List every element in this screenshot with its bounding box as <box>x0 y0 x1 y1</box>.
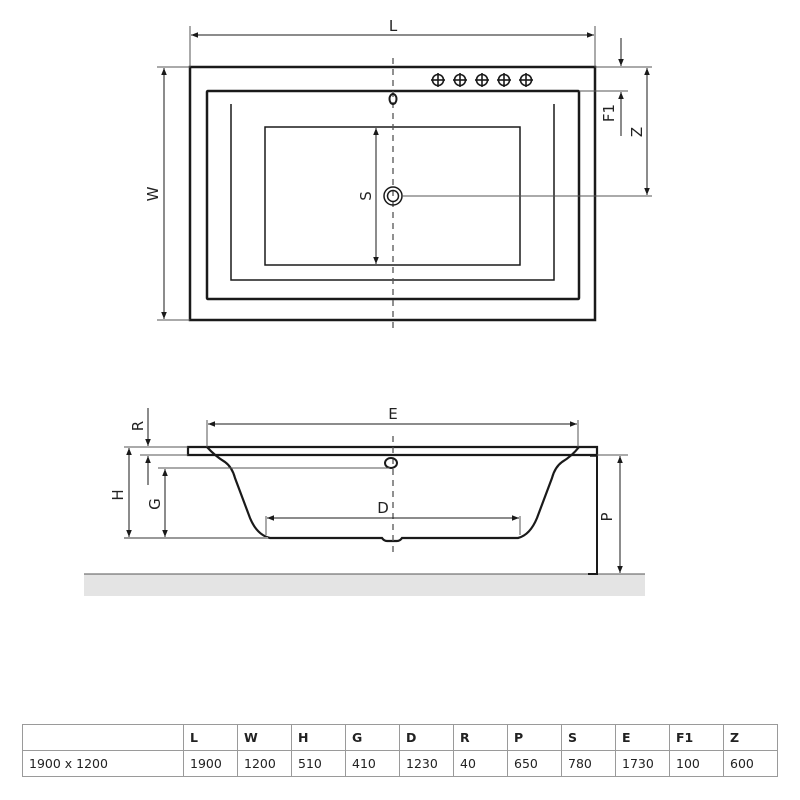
apron-panel <box>588 447 598 575</box>
cell-L: 1900 <box>183 750 238 777</box>
cell-model-size: 1900 x 1200 <box>22 750 184 777</box>
header-cell-H: H <box>291 724 346 751</box>
dimension-H <box>124 448 268 539</box>
faucet-holes <box>431 73 533 87</box>
cell-Z: 600 <box>723 750 778 777</box>
header-cell-D: D <box>399 724 454 751</box>
dimension-R <box>124 408 188 485</box>
dimension-G <box>158 467 390 537</box>
dimension-Z <box>402 68 652 197</box>
faucet-hole-icon <box>431 73 445 87</box>
label-S: S <box>357 191 375 201</box>
table-header-row: L W H G D R P S E F1 Z <box>22 724 778 751</box>
label-E: E <box>388 405 397 423</box>
faucet-hole-icon <box>497 73 511 87</box>
side-view: E R H G D <box>84 405 645 596</box>
dimension-F1 <box>579 38 652 136</box>
faucet-hole-icon <box>475 73 489 87</box>
label-L: L <box>389 17 398 35</box>
cell-H: 510 <box>291 750 346 777</box>
bathtub-technical-drawing: L W S F1 Z <box>84 17 652 596</box>
cell-E: 1730 <box>615 750 670 777</box>
header-cell-P: P <box>507 724 562 751</box>
label-R: R <box>129 421 147 431</box>
header-cell-S: S <box>561 724 616 751</box>
label-W: W <box>144 186 162 201</box>
dimension-P <box>597 454 628 573</box>
label-D: D <box>377 499 389 517</box>
cell-P: 650 <box>507 750 562 777</box>
label-H: H <box>109 489 127 500</box>
cell-F1: 100 <box>669 750 724 777</box>
outer-rim <box>188 65 597 322</box>
dimension-W <box>157 66 190 321</box>
label-Z: Z <box>628 127 646 137</box>
label-G: G <box>146 498 164 510</box>
header-cell-Z: Z <box>723 724 778 751</box>
header-cell <box>22 724 184 751</box>
header-cell-G: G <box>345 724 400 751</box>
cell-S: 780 <box>561 750 616 777</box>
label-P: P <box>598 512 616 521</box>
faucet-hole-icon <box>519 73 533 87</box>
dimension-E <box>206 420 579 447</box>
header-cell-L: L <box>183 724 238 751</box>
header-cell-R: R <box>453 724 508 751</box>
dimension-D <box>265 515 521 535</box>
cell-G: 410 <box>345 750 400 777</box>
top-view: L W S F1 Z <box>144 17 652 332</box>
header-cell-F1: F1 <box>669 724 724 751</box>
specification-table: L W H G D R P S E F1 Z 1900 x 1200 1900 … <box>22 724 778 777</box>
header-cell-E: E <box>615 724 670 751</box>
dimension-L <box>189 26 596 67</box>
basin-profile <box>206 446 580 543</box>
cell-D: 1230 <box>399 750 454 777</box>
label-F1: F1 <box>600 104 618 122</box>
faucet-hole-icon <box>453 73 467 87</box>
cell-W: 1200 <box>237 750 292 777</box>
overflow-icon <box>384 457 398 469</box>
table-row: 1900 x 1200 1900 1200 510 410 1230 40 65… <box>22 750 778 777</box>
header-cell-W: W <box>237 724 292 751</box>
cell-R: 40 <box>453 750 508 777</box>
floor <box>84 574 645 596</box>
overflow-icon <box>388 93 398 105</box>
